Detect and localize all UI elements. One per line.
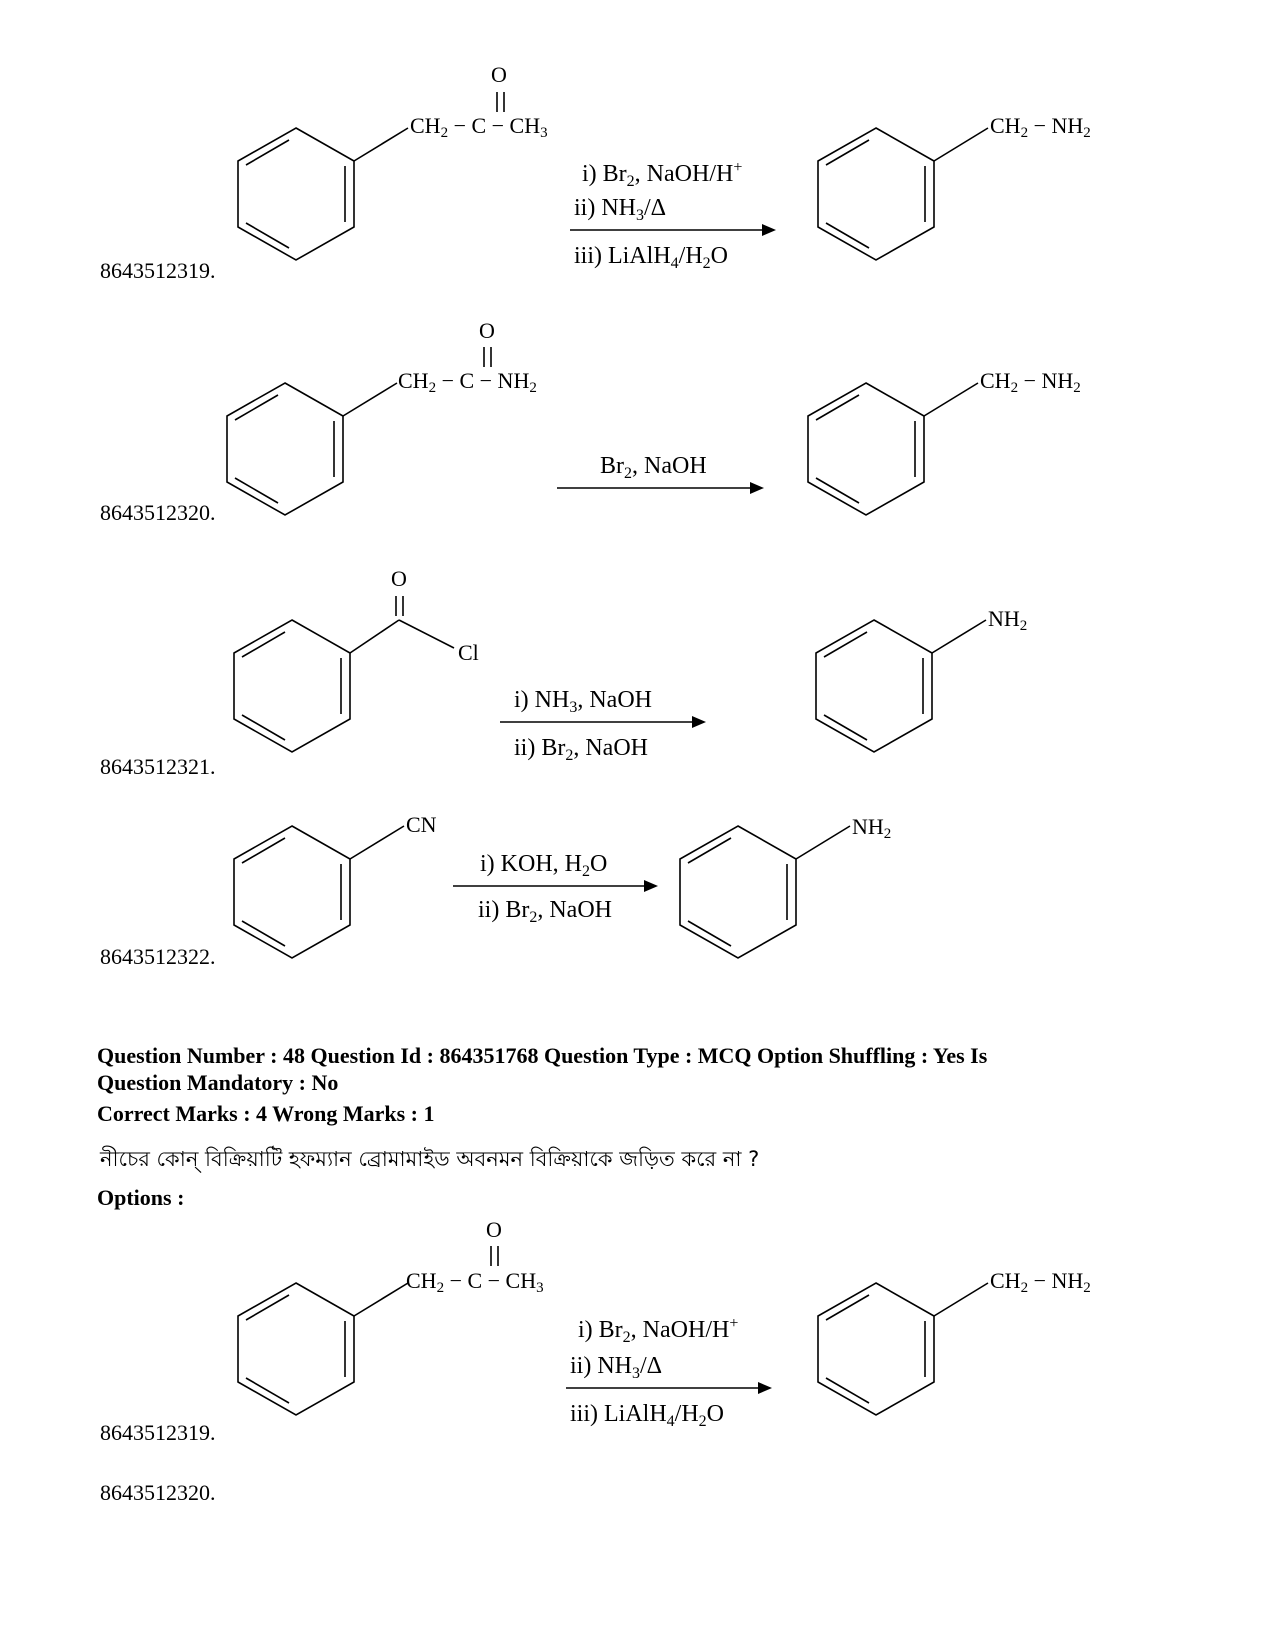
- condition-line-3: iii) LiAlH4/H2O: [570, 1401, 724, 1430]
- product-formula: CH2 − NH2: [980, 368, 1081, 396]
- product-formula: NH2: [852, 814, 892, 842]
- options-label: Options :: [97, 1185, 185, 1210]
- condition-line-2: ii) NH3/Δ: [574, 195, 667, 224]
- product-formula: NH2: [988, 606, 1028, 634]
- chlorine-label: Cl: [458, 640, 479, 665]
- option-id: 8643512320.: [100, 500, 216, 525]
- option-id: 8643512319.: [100, 258, 216, 283]
- reactant-formula: CH2 − C − CH3: [410, 113, 548, 141]
- condition-line-1: i) NH3, NaOH: [514, 687, 652, 716]
- product-formula: CH2 − NH2: [990, 1268, 1091, 1296]
- option-id: 8643512319.: [100, 1420, 216, 1445]
- option-id: 8643512322.: [100, 944, 216, 969]
- condition-line-2: ii) Br2, NaOH: [478, 897, 612, 926]
- cyano-label: CN: [406, 812, 437, 837]
- condition-line-1: i) Br2, NaOH/H+: [578, 1315, 739, 1346]
- option-id: 8643512320.: [100, 1480, 216, 1505]
- question-header-line-1: Question Number : 48 Question Id : 86435…: [97, 1043, 988, 1068]
- question-text: নীচের কোন্ বিক্রিয়াটি হফম্যান ব্রোমামাই…: [100, 1147, 760, 1171]
- condition-line-3: iii) LiAlH4/H2O: [574, 243, 728, 272]
- product-formula: CH2 − NH2: [990, 113, 1091, 141]
- carbonyl-oxygen-label: O: [391, 566, 407, 591]
- question-header-line-2: Question Mandatory : No: [97, 1070, 339, 1095]
- condition-line-2: ii) NH3/Δ: [570, 1353, 663, 1382]
- marks-line: Correct Marks : 4 Wrong Marks : 1: [97, 1101, 435, 1126]
- condition-line-1: i) KOH, H2O: [480, 851, 608, 880]
- condition-line-1: Br2, NaOH: [600, 453, 707, 482]
- carbonyl-oxygen-label: O: [479, 318, 495, 343]
- carbonyl-oxygen-label: O: [486, 1217, 502, 1242]
- carbonyl-oxygen-label: O: [491, 62, 507, 87]
- condition-line-2: ii) Br2, NaOH: [514, 735, 648, 764]
- option-id: 8643512321.: [100, 754, 216, 779]
- reactant-formula: CH2 − C − CH3: [406, 1268, 544, 1296]
- condition-line-1: i) Br2, NaOH/H+: [582, 159, 743, 190]
- reactant-formula: CH2 − C − NH2: [398, 368, 537, 396]
